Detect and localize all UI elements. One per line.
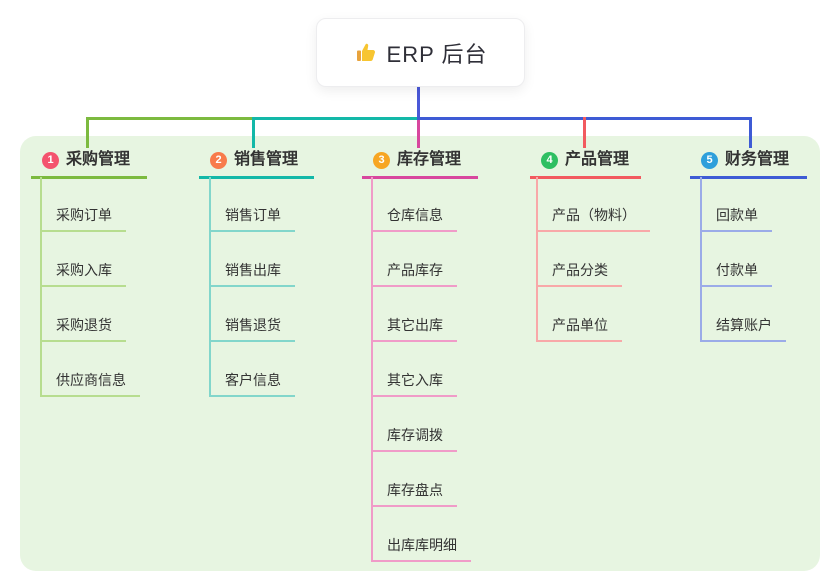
child-node-label[interactable]: 其它出库 (371, 316, 457, 342)
branch-child-connector (700, 177, 702, 342)
branch-children-product: 产品（物料） 产品分类 产品单位 (536, 177, 650, 342)
child-node: 销售订单 (209, 177, 295, 232)
child-node: 其它入库 (371, 342, 471, 397)
child-node-label[interactable]: 销售退货 (209, 316, 295, 342)
drop-line-finance (749, 117, 752, 148)
mindmap-panel (20, 136, 820, 571)
branch-label: 产品管理 (565, 151, 630, 168)
badge-3: 3 (373, 151, 390, 169)
child-node-label[interactable]: 产品（物料） (536, 206, 650, 232)
branch-child-connector (209, 177, 211, 397)
root-node-erp[interactable]: ERP 后台 (316, 18, 525, 87)
branch-children-procurement: 采购订单 采购入库 采购退货 供应商信息 (40, 177, 140, 397)
badge-2: 2 (210, 151, 227, 169)
child-node-label[interactable]: 销售出库 (209, 261, 295, 287)
child-node: 结算账户 (700, 287, 786, 342)
child-node-label[interactable]: 其它入库 (371, 371, 457, 397)
child-node: 产品库存 (371, 232, 471, 287)
child-node-label[interactable]: 库存盘点 (371, 481, 457, 507)
badge-5: 5 (701, 151, 718, 169)
child-node-label[interactable]: 产品单位 (536, 316, 622, 342)
branch-node-procurement[interactable]: 1 采购管理 (31, 150, 147, 179)
branch-children-inventory: 仓库信息 产品库存 其它出库 其它入库 库存调拨 库存盘点 出库库明细 (371, 177, 471, 562)
child-node-label[interactable]: 采购订单 (40, 206, 126, 232)
child-node: 供应商信息 (40, 342, 140, 397)
child-node-label[interactable]: 采购退货 (40, 316, 126, 342)
child-node: 采购订单 (40, 177, 140, 232)
child-node: 产品分类 (536, 232, 650, 287)
child-node: 仓库信息 (371, 177, 471, 232)
child-node: 出库库明细 (371, 507, 471, 562)
child-node-label[interactable]: 出库库明细 (371, 536, 471, 562)
branch-label: 财务管理 (725, 151, 790, 168)
branch-child-connector (536, 177, 538, 342)
child-node-label[interactable]: 结算账户 (700, 316, 786, 342)
child-node: 销售退货 (209, 287, 295, 342)
branch-label: 销售管理 (234, 151, 299, 168)
drop-line-procurement (86, 117, 89, 148)
child-node: 回款单 (700, 177, 786, 232)
child-node-label[interactable]: 库存调拨 (371, 426, 457, 452)
drop-line-sales (252, 117, 255, 148)
badge-1: 1 (42, 151, 59, 169)
child-node-label[interactable]: 产品分类 (536, 261, 622, 287)
child-node: 产品单位 (536, 287, 650, 342)
branch-node-finance[interactable]: 5 财务管理 (690, 150, 807, 179)
child-node-label[interactable]: 产品库存 (371, 261, 457, 287)
root-node-label: ERP 后台 (386, 41, 488, 67)
branch-children-sales: 销售订单 销售出库 销售退货 客户信息 (209, 177, 295, 397)
child-node: 销售出库 (209, 232, 295, 287)
child-node: 其它出库 (371, 287, 471, 342)
child-node-label[interactable]: 客户信息 (209, 371, 295, 397)
child-node: 采购入库 (40, 232, 140, 287)
child-node: 付款单 (700, 232, 786, 287)
branch-node-inventory[interactable]: 3 库存管理 (362, 150, 478, 179)
drop-line-inventory (417, 120, 420, 148)
child-node-label[interactable]: 付款单 (700, 261, 772, 287)
child-node-label[interactable]: 采购入库 (40, 261, 126, 287)
child-node: 采购退货 (40, 287, 140, 342)
child-node-label[interactable]: 销售订单 (209, 206, 295, 232)
branch-children-finance: 回款单 付款单 结算账户 (700, 177, 786, 342)
branch-label: 库存管理 (397, 151, 462, 168)
child-node: 库存调拨 (371, 397, 471, 452)
drop-line-product (583, 117, 586, 148)
branch-node-product[interactable]: 4 产品管理 (530, 150, 641, 179)
child-node-label[interactable]: 仓库信息 (371, 206, 457, 232)
branch-node-sales[interactable]: 2 销售管理 (199, 150, 314, 179)
root-stem-line (417, 85, 420, 119)
thumbs-up-icon (354, 41, 378, 65)
branch-child-connector (40, 177, 42, 397)
child-node: 库存盘点 (371, 452, 471, 507)
branch-child-connector (371, 177, 373, 562)
child-node-label[interactable]: 供应商信息 (40, 371, 140, 397)
bus-line-sales (252, 117, 419, 120)
child-node: 产品（物料） (536, 177, 650, 232)
child-node-label[interactable]: 回款单 (700, 206, 772, 232)
branch-label: 采购管理 (66, 151, 131, 168)
bus-line-procurement (86, 117, 254, 120)
badge-4: 4 (541, 151, 558, 169)
child-node: 客户信息 (209, 342, 295, 397)
